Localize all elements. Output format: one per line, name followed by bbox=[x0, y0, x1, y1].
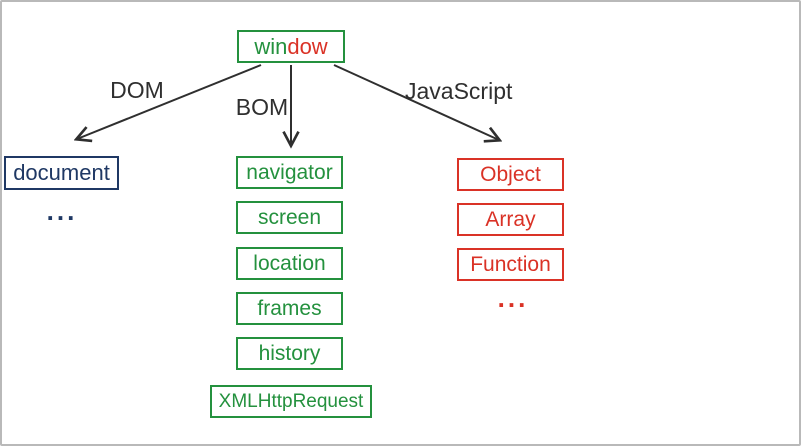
node-function: Function bbox=[457, 248, 564, 281]
node-object: Object bbox=[457, 158, 564, 191]
node-xmlhttprequest: XMLHttpRequest bbox=[210, 385, 372, 418]
branch-label-dom: DOM bbox=[110, 77, 164, 103]
window-label-green-part: win bbox=[254, 33, 288, 59]
dom-arrow bbox=[77, 64, 262, 139]
window-label-red-part: dow bbox=[287, 33, 328, 59]
node-frames: frames bbox=[236, 292, 343, 325]
javascript-arrow bbox=[333, 64, 499, 140]
branch-label-bom: BOM bbox=[235, 94, 289, 120]
node-navigator: navigator bbox=[236, 156, 343, 189]
node-screen: screen bbox=[236, 201, 343, 234]
node-history: history bbox=[236, 337, 343, 370]
js-column-ellipsis: ... bbox=[497, 283, 529, 313]
node-array: Array bbox=[457, 203, 564, 236]
dom-column-ellipsis: ... bbox=[46, 196, 78, 226]
node-document: document bbox=[4, 156, 119, 190]
branch-label-javascript: JavaScript bbox=[405, 78, 513, 104]
node-location: location bbox=[236, 247, 343, 280]
